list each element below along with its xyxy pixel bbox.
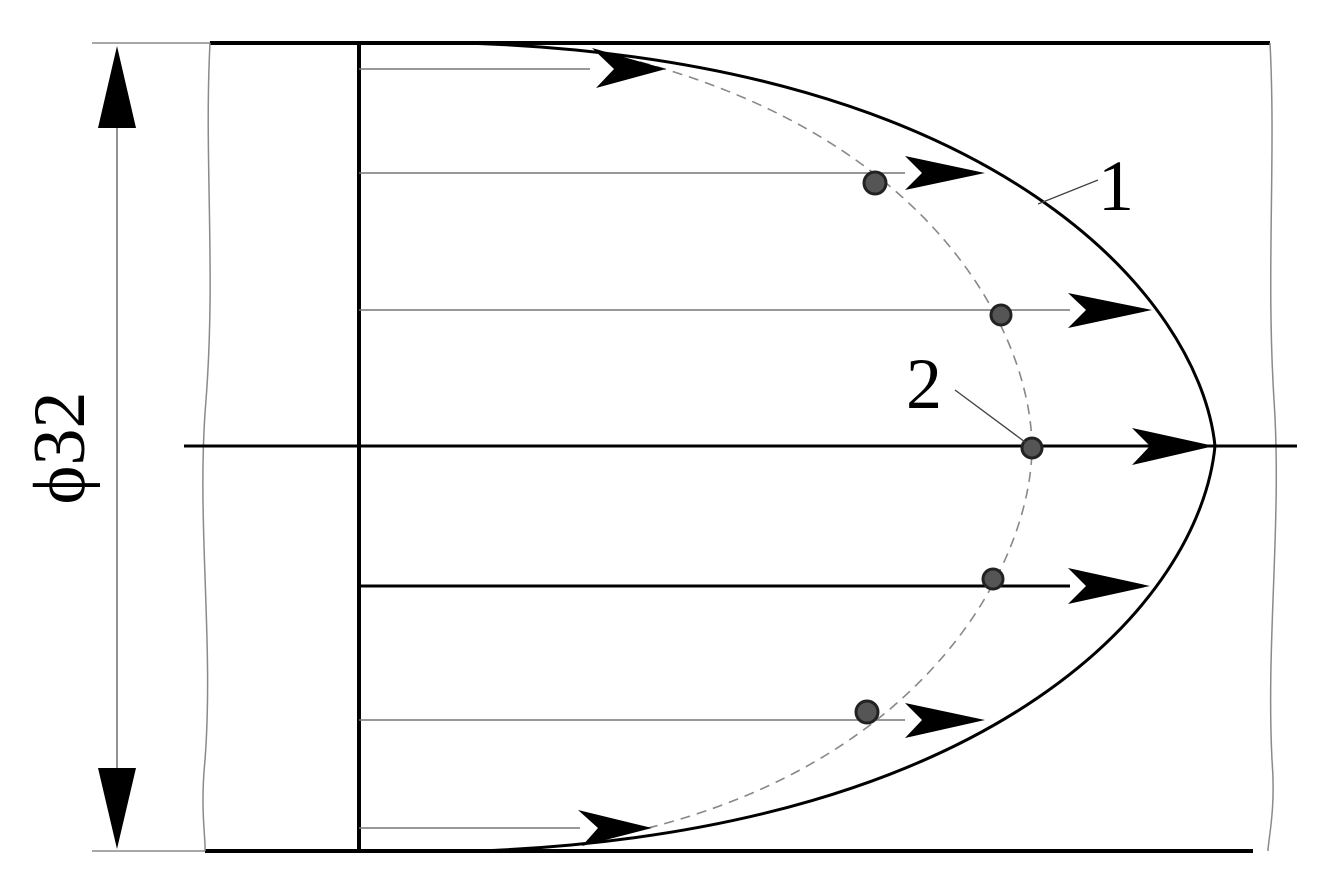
velocity-profile-curve-1 [464, 41, 1217, 853]
callout-2-leader [954, 389, 1026, 443]
left-break-line [202, 42, 211, 852]
dimension-arrow-up-icon [98, 46, 136, 128]
particle-dot-icon [862, 170, 888, 196]
arrowhead-icon [1068, 568, 1150, 604]
arrowhead-icon [1068, 293, 1152, 328]
callout-1-label: 1 [1098, 146, 1134, 226]
particle-group [854, 170, 1044, 725]
callout-1-leader [1037, 179, 1099, 205]
particle-dot-icon [854, 699, 880, 725]
particle-dot-icon [981, 567, 1005, 591]
diameter-label-group: ϕ32 [19, 392, 101, 505]
particle-dot-icon [1020, 436, 1044, 460]
callout-2-label: 2 [906, 344, 942, 424]
arrowhead-icon [905, 703, 985, 738]
right-break-line [1267, 42, 1278, 852]
diameter-label: ϕ32 [19, 392, 101, 505]
arrowhead-icon [578, 810, 652, 846]
arrowhead-icon [592, 48, 666, 88]
particle-dot-icon [989, 303, 1013, 327]
arrowhead-icon [905, 156, 985, 190]
dimension-arrow-down-icon [98, 768, 136, 849]
arrowhead-icon [1132, 428, 1214, 465]
